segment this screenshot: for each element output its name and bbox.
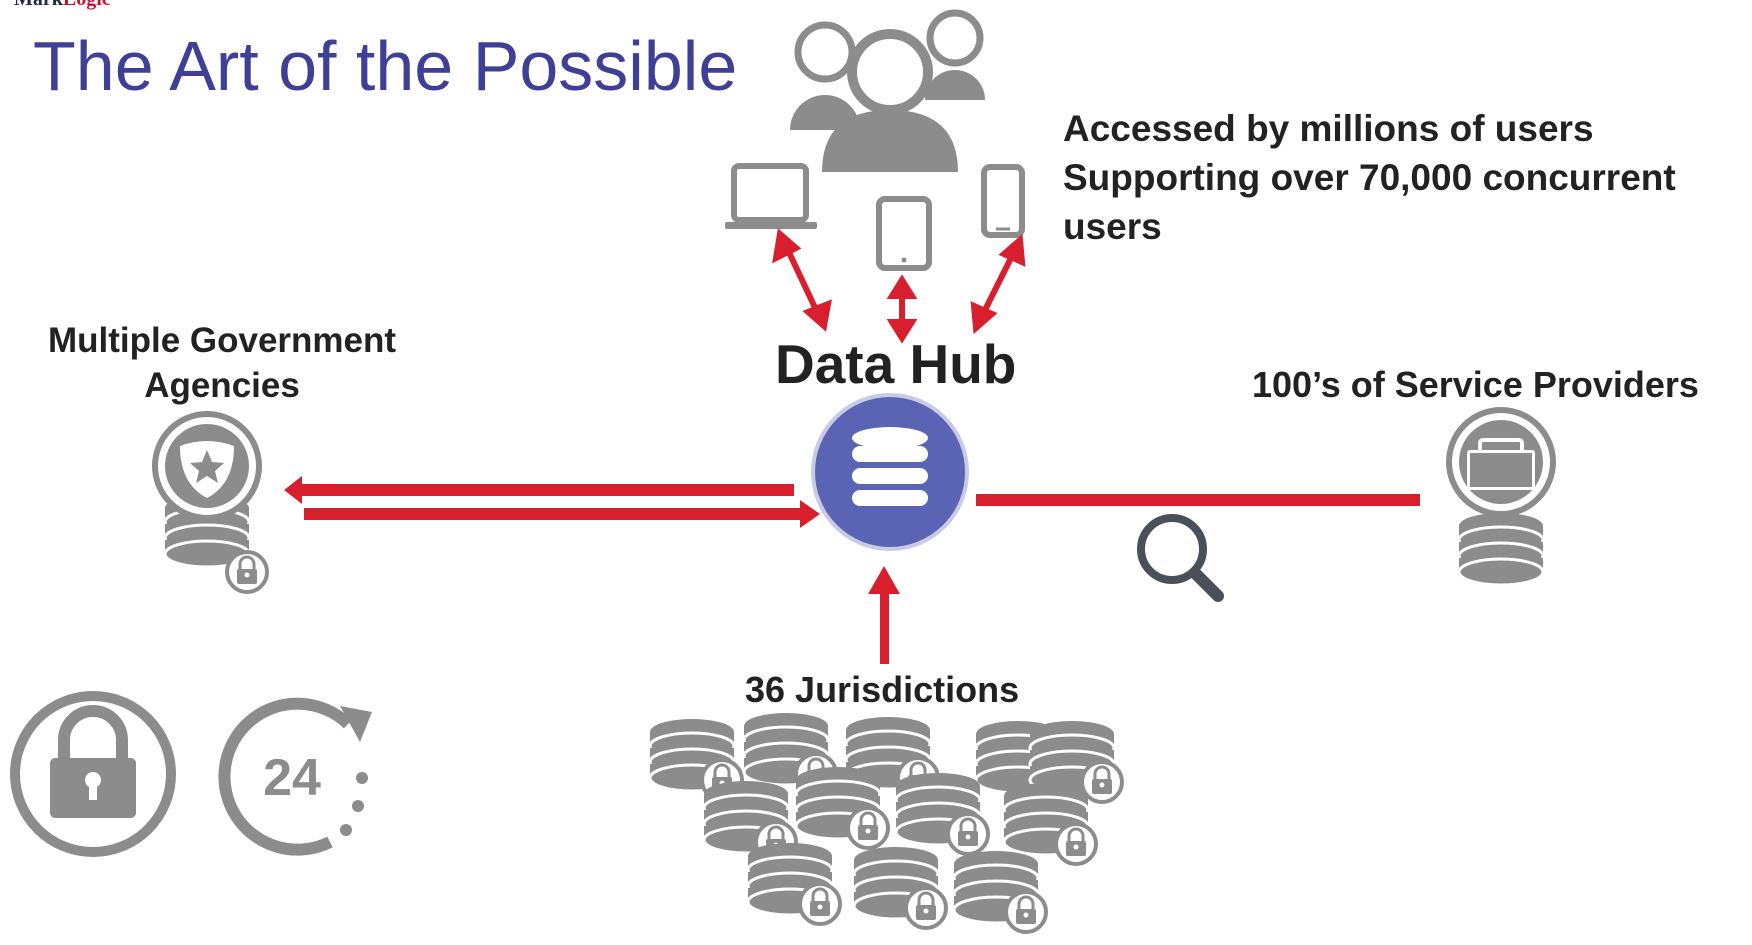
providers-database-icon — [1446, 407, 1556, 587]
clock-24-label: 24 — [263, 749, 321, 807]
providers-connector — [976, 494, 1420, 506]
search-icon — [1137, 514, 1224, 602]
laptop-icon — [725, 163, 817, 229]
logo: MarkLogic — [14, 0, 111, 11]
jurisdictions-arrow — [868, 566, 900, 664]
agencies-label-line-1: Multiple Government — [47, 321, 397, 360]
jurisdictions-database-cluster — [650, 713, 1122, 932]
security-lock-icon — [10, 691, 176, 857]
slide-title: The Art of the Possible — [33, 27, 738, 105]
tablet-icon — [876, 196, 932, 271]
data-hub-label: Data Hub — [775, 333, 1017, 395]
users-caption-line-3: users — [1063, 206, 1162, 247]
service-providers-label: 100’s of Service Providers — [1252, 364, 1699, 405]
users-caption-line-1: Accessed by millions of users — [1063, 108, 1594, 149]
users-caption-line-2: Supporting over 70,000 concurrent — [1063, 157, 1676, 198]
agencies-label-line-2: Agencies — [144, 366, 300, 405]
phone-icon — [981, 164, 1025, 238]
users-group-icon — [790, 9, 985, 172]
agencies-label: Multiple Government Agencies — [22, 318, 422, 408]
agencies-database-icon — [152, 411, 269, 594]
clock-24-icon: 24 — [218, 697, 372, 856]
data-hub-database-icon — [811, 393, 969, 551]
users-caption: Accessed by millions of users Supporting… — [1063, 104, 1676, 251]
jurisdictions-label: 36 Jurisdictions — [745, 669, 1020, 710]
device-arrows — [772, 228, 1026, 344]
agencies-arrows — [284, 476, 820, 528]
